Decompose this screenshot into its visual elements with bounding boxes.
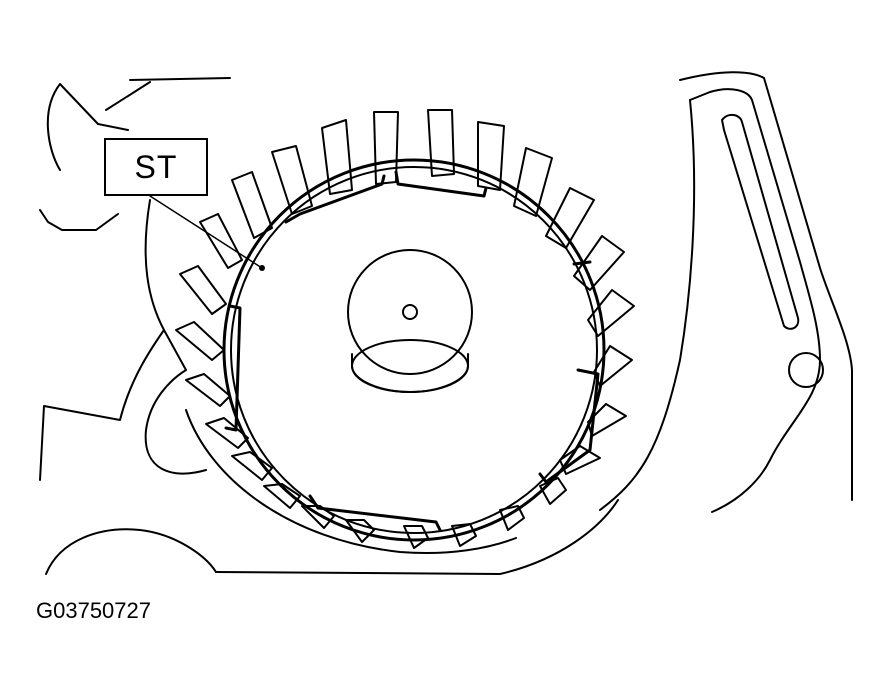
center-hub-hole <box>402 304 418 320</box>
housing-right-inner <box>689 88 821 513</box>
housing-slot <box>721 114 800 330</box>
housing-right-edge <box>599 99 696 511</box>
figure-id: G03750727 <box>36 598 151 623</box>
ring-segment-top <box>284 170 488 224</box>
snap-ring-inner <box>230 166 598 534</box>
clutch-plate-outer-rim <box>185 409 517 555</box>
special-tool-callout: ST <box>104 138 208 196</box>
callout-leader-dot <box>259 265 265 271</box>
housing-left-outline <box>39 83 129 231</box>
callout-leader-line <box>149 195 263 269</box>
ring-segment-right <box>538 260 600 484</box>
clutch-plate-teeth <box>175 109 635 549</box>
callout-label: ST <box>134 148 178 185</box>
lower-housing-arc <box>45 528 217 575</box>
housing-left-lower <box>144 329 207 475</box>
center-hub-top <box>347 249 473 375</box>
housing-right-outline <box>679 71 853 501</box>
ring-segment-left <box>224 304 242 432</box>
ring-segment-bottom <box>308 494 442 532</box>
center-hub-body <box>351 353 469 393</box>
housing-bolt-hole <box>788 352 824 388</box>
snap-ring-outer <box>222 158 606 542</box>
housing-bore-left <box>105 77 231 111</box>
lower-housing-base <box>215 499 619 575</box>
